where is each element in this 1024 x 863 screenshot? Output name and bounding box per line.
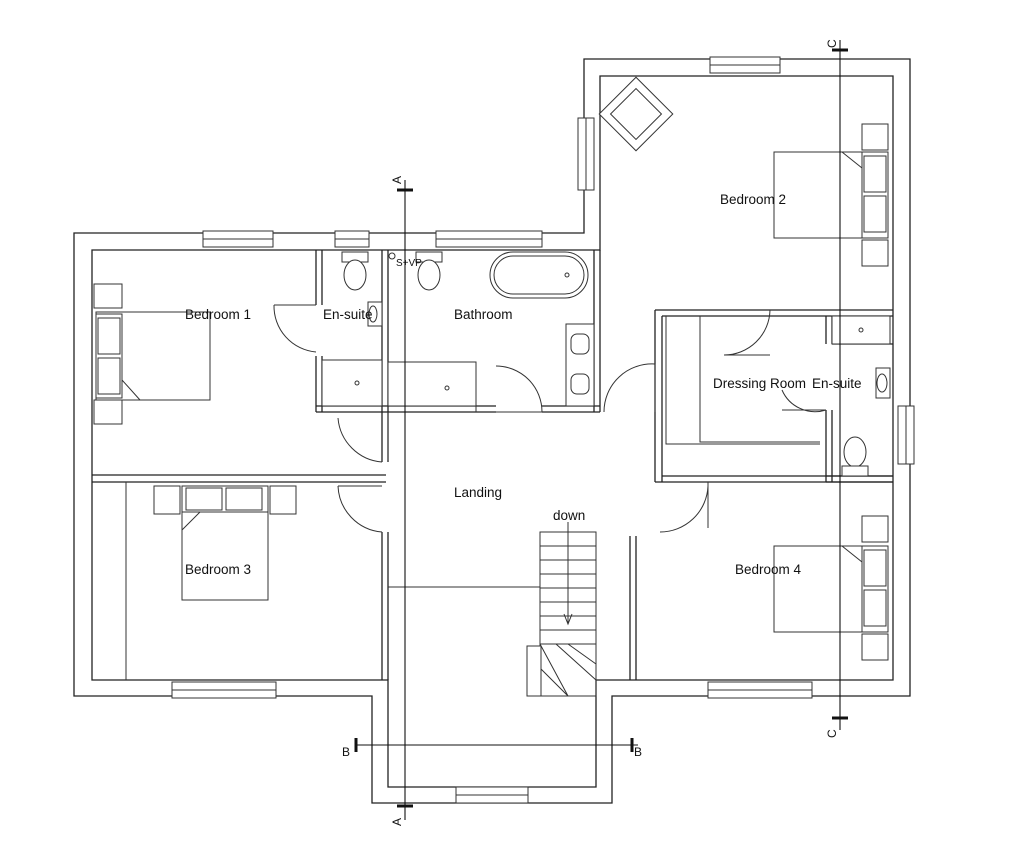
wall-bed2-bottom: [655, 309, 893, 317]
bed-bedroom-1: [93, 283, 211, 425]
section-marker-b-right: B: [634, 745, 642, 759]
window-bedroom-4: [707, 681, 813, 699]
bed-bedroom-2: [773, 123, 889, 267]
section-marker-a-bottom: A: [390, 818, 404, 826]
window-en-suite-2: [897, 405, 915, 465]
door-ensuite-2: [781, 389, 827, 413]
wall-landing-left: [381, 412, 389, 680]
windows: [171, 56, 915, 804]
wall-ensuite-bottom: [316, 405, 388, 413]
soil-vent-pipe-label: S+VP: [396, 258, 422, 269]
doors: [273, 304, 827, 533]
bed-bedroom-3: [153, 485, 297, 601]
section-marker-c-bottom: C: [825, 729, 839, 738]
stair-direction-arrow: [563, 522, 573, 626]
toilet-icon: [415, 251, 443, 291]
door-dressing-room: [723, 309, 771, 356]
window-bedroom-1: [202, 230, 274, 248]
shower-tray: [831, 315, 891, 345]
door-bathroom-landing: [495, 365, 543, 413]
room-label-bedroom-3: Bedroom 3: [185, 562, 251, 577]
basin-icon: [875, 367, 891, 399]
window-bedroom-2-side: [577, 117, 595, 191]
toilet-icon: [841, 436, 869, 477]
door-bed2-landing: [603, 363, 656, 413]
door-bed3-landing: [337, 485, 383, 533]
inner-wall-outline: [91, 75, 894, 788]
en-suite-1-fixtures: [321, 251, 396, 407]
door-bed4-landing: [659, 482, 709, 533]
shower-tray: [321, 359, 383, 407]
bed-bedroom-4: [773, 515, 889, 661]
window-en-suite: [334, 230, 370, 248]
wall-bed4-left: [629, 536, 637, 680]
section-marker-a-top: A: [390, 176, 404, 184]
section-lines: [354, 40, 848, 820]
armchair-icon: [598, 76, 674, 152]
door-bed1-ensuite: [273, 304, 317, 353]
bedroom-2-furniture: [598, 76, 889, 267]
wall-ensuite2-left: [825, 316, 833, 482]
stair-direction-label: down: [553, 508, 585, 523]
toilet-icon: [341, 251, 369, 291]
window-bathroom: [435, 230, 543, 248]
room-label-bedroom-1: Bedroom 1: [185, 307, 251, 322]
room-label-landing: Landing: [454, 485, 502, 500]
wall-dressing-bottom: [655, 475, 893, 483]
dressing-wardrobe: [665, 316, 820, 445]
wall-bed1-bed3: [92, 474, 386, 483]
window-bedroom-3: [171, 681, 277, 699]
window-bedroom-2-top: [709, 56, 781, 74]
room-label-bedroom-4: Bedroom 4: [735, 562, 802, 577]
room-label-bathroom: Bathroom: [454, 307, 513, 322]
basin-icon: [367, 301, 383, 327]
wall-bed1-ensuite: [315, 250, 323, 412]
room-label-en-suite-1: En-suite: [323, 307, 373, 322]
wall-ensuite-bathroom: [381, 250, 389, 412]
staircase: [526, 522, 597, 697]
room-label-en-suite-2: En-suite: [812, 376, 862, 391]
room-label-dressing-room: Dressing Room: [713, 376, 806, 391]
double-basin-icon: [565, 323, 595, 407]
wall-bathroom-right: [593, 250, 601, 412]
shower-enclosure: [387, 361, 477, 407]
en-suite-2-fixtures: [831, 315, 891, 477]
room-label-bedroom-2: Bedroom 2: [720, 192, 786, 207]
door-ensuite-bathroom: [337, 412, 389, 463]
section-marker-c-top: C: [825, 39, 839, 48]
bathtub-icon: [489, 251, 589, 299]
window-landing: [455, 786, 529, 804]
section-marker-b-left: B: [342, 745, 350, 759]
wall-bed4-top: [708, 475, 893, 483]
bathroom-fixtures: [387, 251, 595, 412]
wall-bathroom-bottom: [388, 405, 600, 413]
wall-dressing-left: [654, 310, 663, 482]
